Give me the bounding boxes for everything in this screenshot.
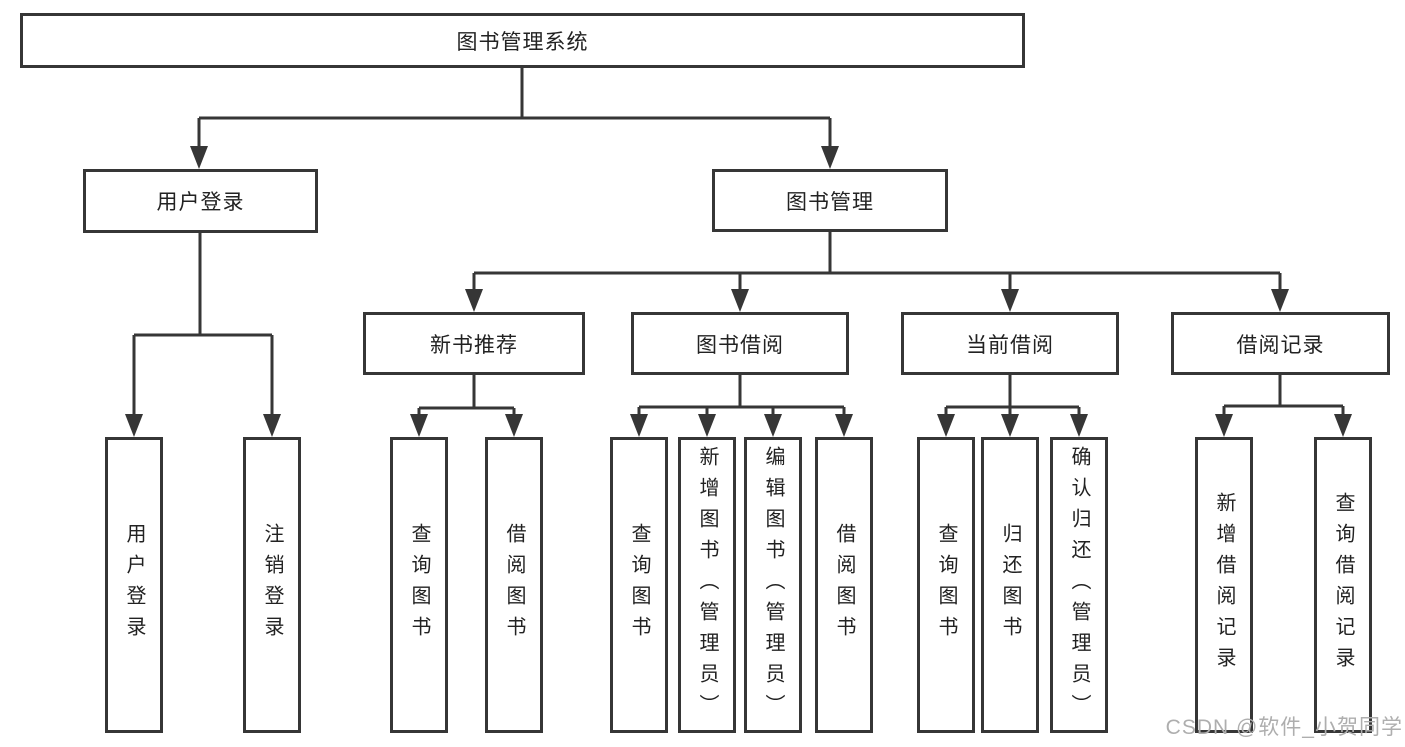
connector-paths [132, 68, 1345, 417]
node-new-book-recommend: 新书推荐 [363, 312, 585, 375]
leaf-borrowing-query-books: 查询图书 [610, 437, 668, 733]
node-user-login: 用户登录 [83, 169, 318, 233]
leaf-recommend-borrow-books: 借阅图书 [485, 437, 543, 733]
node-book-management: 图书管理 [712, 169, 948, 232]
leaf-borrowing-borrow-books: 借阅图书 [815, 437, 873, 733]
leaf-recommend-query-books: 查询图书 [390, 437, 448, 733]
node-borrowing-records: 借阅记录 [1171, 312, 1390, 375]
leaf-logout: 注销登录 [243, 437, 301, 733]
leaf-records-add-record: 新增借阅记录 [1195, 437, 1253, 733]
node-current-borrowing: 当前借阅 [901, 312, 1119, 375]
leaf-borrowing-edit-books-admin: 编辑图书（管理员） [744, 437, 802, 733]
leaf-current-return-books: 归还图书 [981, 437, 1039, 733]
node-root-system: 图书管理系统 [20, 13, 1025, 68]
leaf-records-query-record: 查询借阅记录 [1314, 437, 1372, 733]
arrowheads [125, 146, 1352, 437]
leaf-current-confirm-return-admin: 确认归还（管理员） [1050, 437, 1108, 733]
leaf-borrowing-add-books-admin: 新增图书（管理员） [678, 437, 736, 733]
leaf-user-login: 用户登录 [105, 437, 163, 733]
leaf-current-query-books: 查询图书 [917, 437, 975, 733]
csdn-watermark: CSDN @软件_小贺同学 [1165, 716, 1403, 739]
node-book-borrowing: 图书借阅 [631, 312, 849, 375]
